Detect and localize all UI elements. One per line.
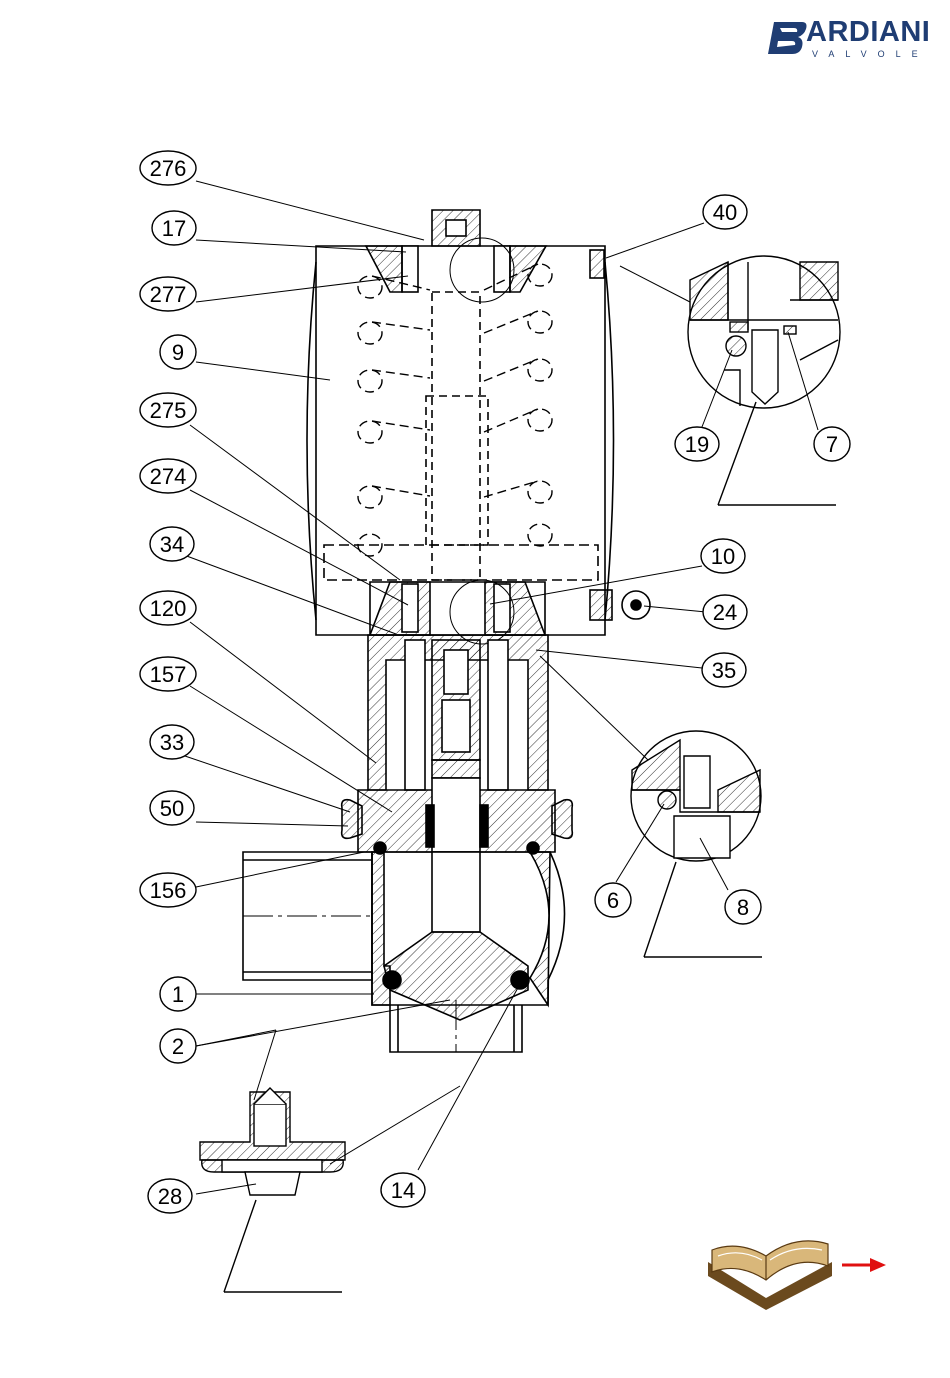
callout-8: 8: [725, 890, 761, 924]
callout-275: 275: [140, 393, 196, 427]
callout-274: 274: [140, 459, 196, 493]
callout-10: 10: [701, 539, 745, 573]
callout-label: 17: [162, 216, 186, 241]
valve-bonnet-clamp: [342, 778, 573, 854]
callout-label: 34: [160, 532, 184, 557]
callout-label: 274: [150, 464, 187, 489]
callout-277: 277: [140, 277, 196, 311]
callout-label: 35: [712, 658, 736, 683]
callout-label: 120: [150, 596, 187, 621]
callout-label: 9: [172, 340, 184, 365]
callout-label: 276: [150, 156, 187, 181]
callout-label: 2: [172, 1034, 184, 1059]
callout-17: 17: [152, 211, 196, 245]
callout-label: 6: [607, 888, 619, 913]
callout-14: 14: [381, 1173, 425, 1207]
callout-label: 14: [391, 1178, 415, 1203]
callout-label: 24: [713, 600, 737, 625]
callout-label: 8: [737, 895, 749, 920]
callout-120: 120: [140, 591, 196, 625]
callout-label: 19: [685, 432, 709, 457]
callout-label: 10: [711, 544, 735, 569]
arrow-right-icon[interactable]: [842, 1256, 888, 1274]
callout-156: 156: [140, 873, 196, 907]
callout-label: 40: [713, 200, 737, 225]
detail-view-top: [688, 256, 840, 505]
callout-24: 24: [703, 595, 747, 629]
callout-label: 7: [826, 432, 838, 457]
callout-7: 7: [814, 427, 850, 461]
callout-label: 157: [150, 662, 187, 687]
callout-34: 34: [150, 527, 194, 561]
callout-2: 2: [160, 1029, 196, 1063]
callout-50: 50: [150, 791, 194, 825]
callout-label: 156: [150, 878, 187, 903]
callout-label: 275: [150, 398, 187, 423]
callout-1: 1: [160, 977, 196, 1011]
next-page-nav[interactable]: [704, 1222, 894, 1312]
valve-body: [243, 852, 565, 1052]
callout-label: 277: [150, 282, 187, 307]
callout-label: 33: [160, 730, 184, 755]
callout-157: 157: [140, 657, 196, 691]
spring-coils: [358, 264, 552, 556]
callout-label: 50: [160, 796, 184, 821]
callout-19: 19: [675, 427, 719, 461]
callout-label: 28: [158, 1184, 182, 1209]
callout-33: 33: [150, 725, 194, 759]
callout-28: 28: [148, 1179, 192, 1213]
lantern-body: [368, 635, 548, 790]
callout-9: 9: [160, 335, 196, 369]
callout-35: 35: [702, 653, 746, 687]
callout-6: 6: [595, 883, 631, 917]
callout-label: 1: [172, 982, 184, 1007]
callout-276: 276: [140, 151, 196, 185]
callout-40: 40: [703, 195, 747, 229]
